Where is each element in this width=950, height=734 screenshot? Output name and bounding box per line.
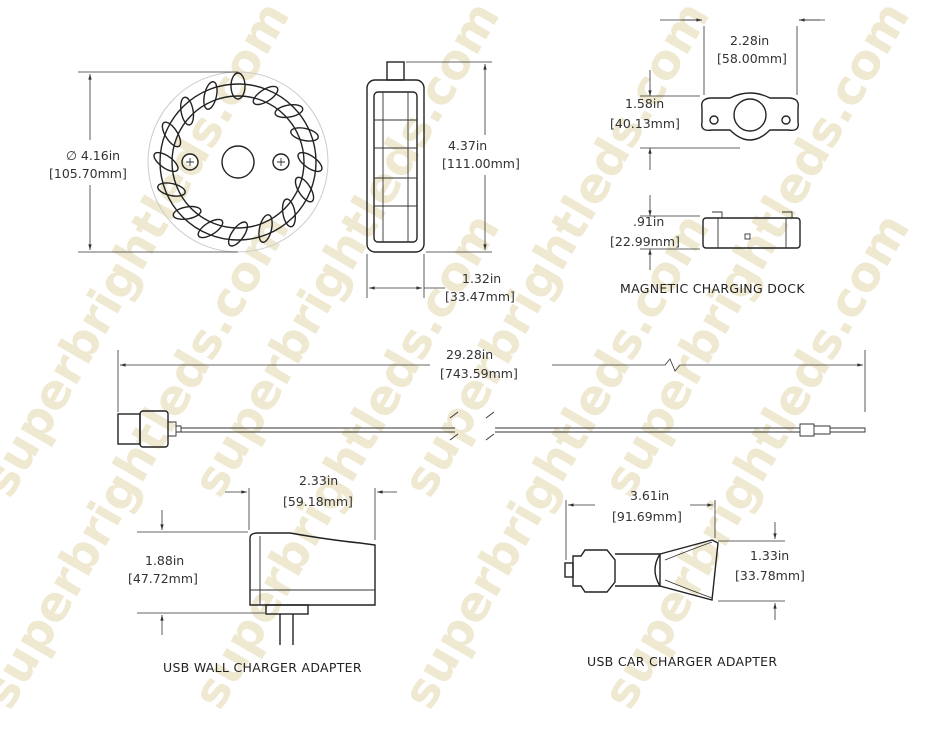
led-loop [290, 127, 319, 142]
dock-height-mm: [40.13mm] [610, 116, 680, 131]
dock-height-in: 1.58in [625, 96, 664, 111]
flasher-width-mm: [33.47mm] [445, 289, 515, 304]
led-loop [153, 151, 179, 173]
usb-cable-drawing: 29.28in [743.59mm] [117, 347, 866, 448]
flasher-side-view: 4.37in [111.00mm] 1.32in [33.47mm] [366, 62, 520, 304]
led-loop [258, 214, 273, 243]
flasher-front-view: ∅ 4.16in [105.70mm] [49, 72, 329, 252]
led-loop [197, 218, 224, 239]
cable-length-mm: [743.59mm] [440, 366, 518, 381]
flasher-height-mm: [111.00mm] [442, 156, 520, 171]
car-charger-height-mm: [33.78mm] [735, 568, 805, 583]
wall-charger-height-mm: [47.72mm] [128, 571, 198, 586]
dock-depth-in: .91in [633, 214, 664, 229]
led-loop [227, 221, 249, 247]
flasher-diameter-mm: [105.70mm] [49, 166, 127, 181]
wall-charger-height-in: 1.88in [145, 553, 184, 568]
led-loop [179, 96, 195, 126]
led-loop [297, 151, 323, 173]
flasher-width-in: 1.32in [462, 271, 501, 286]
magnetic-dock-drawing: 2.28in [58.00mm] 1.58in [40.13mm] .91in … [610, 18, 825, 296]
wall-charger-drawing: 2.33in [59.18mm] 1.88in [47.72mm] USB WA… [128, 473, 397, 675]
wall-charger-width-mm: [59.18mm] [283, 494, 353, 509]
led-loop [294, 176, 315, 203]
flasher-diameter-in: ∅ 4.16in [66, 148, 120, 163]
led-loop [252, 85, 279, 106]
led-loop [203, 81, 218, 110]
wall-charger-width-in: 2.33in [299, 473, 338, 488]
led-loop [274, 103, 304, 119]
car-charger-length-mm: [91.69mm] [612, 509, 682, 524]
car-charger-drawing: 3.61in [91.69mm] 1.33in [33.78mm] USB CA… [564, 488, 805, 669]
dock-width-in: 2.28in [730, 33, 769, 48]
car-charger-height-in: 1.33in [750, 548, 789, 563]
dock-depth-mm: [22.99mm] [610, 234, 680, 249]
led-loop [172, 205, 202, 221]
led-loop [281, 198, 297, 228]
cable-length-in: 29.28in [446, 347, 493, 362]
wall-charger-label: USB WALL CHARGER ADAPTER [163, 660, 362, 675]
car-charger-length-in: 3.61in [630, 488, 669, 503]
led-loop [157, 182, 186, 197]
led-loop [161, 121, 182, 148]
dock-label: MAGNETIC CHARGING DOCK [620, 281, 805, 296]
dock-width-mm: [58.00mm] [717, 51, 787, 66]
car-charger-label: USB CAR CHARGER ADAPTER [587, 654, 777, 669]
flasher-height-in: 4.37in [448, 138, 487, 153]
